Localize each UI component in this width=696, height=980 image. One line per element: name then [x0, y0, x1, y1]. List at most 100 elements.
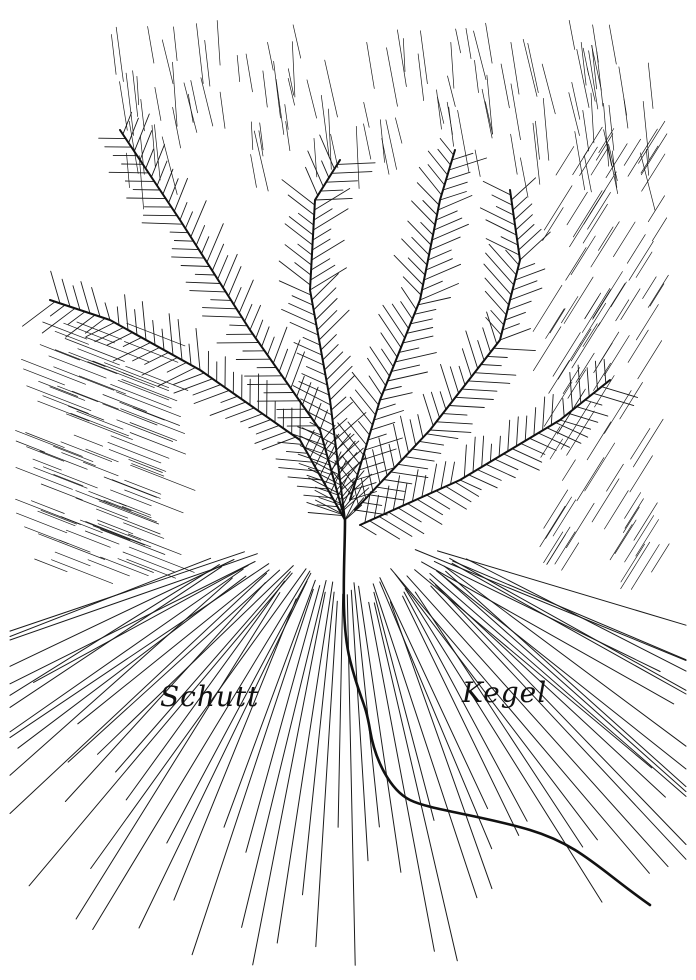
gully-stroke — [189, 344, 191, 365]
gully-stroke — [485, 291, 506, 315]
hatch-stroke — [40, 345, 80, 360]
gully-stroke — [521, 444, 545, 455]
hatch-stroke — [66, 530, 110, 547]
gully-stroke — [319, 310, 349, 340]
gully-stroke — [481, 365, 501, 366]
fan-ray — [34, 565, 249, 682]
hatch-stroke — [93, 526, 130, 540]
gully-stroke — [418, 415, 423, 438]
hatch-stroke — [624, 99, 628, 128]
hatch-stroke — [58, 386, 98, 402]
hatch-stroke — [592, 45, 597, 89]
gully-stroke — [142, 223, 183, 224]
hatch-stroke — [593, 290, 611, 318]
gully-stroke — [308, 387, 318, 413]
gully-stroke — [443, 182, 467, 190]
hatch-stroke — [624, 139, 640, 165]
gully-stroke — [191, 201, 206, 237]
gully-stroke — [408, 504, 442, 525]
hatch-stroke — [88, 560, 130, 576]
hatch-stroke — [607, 464, 624, 491]
gully-stroke — [313, 209, 348, 230]
hatch-stroke — [276, 79, 284, 134]
hatch-stroke — [438, 97, 444, 123]
hatch-stroke — [448, 76, 456, 107]
hatch-stroke — [54, 367, 114, 391]
gully-stroke — [401, 416, 409, 453]
hatch-stroke — [76, 491, 111, 505]
gully-stroke — [303, 337, 320, 345]
hatch-stroke — [587, 422, 611, 460]
gully-stroke — [459, 366, 465, 385]
hatch-stroke — [567, 411, 595, 455]
gully-stroke — [403, 484, 407, 506]
gully-stroke — [438, 149, 451, 165]
hatch-stroke — [583, 48, 589, 75]
hatch-stroke — [418, 54, 424, 101]
gully-stroke — [268, 337, 275, 355]
hatch-stroke — [154, 125, 160, 180]
gully-stroke — [379, 314, 401, 347]
gully-stroke — [534, 408, 536, 436]
hatch-stroke — [131, 465, 196, 490]
hatch-stroke — [274, 61, 281, 118]
gully-stroke — [443, 414, 467, 416]
label-kegel: Kegel — [462, 676, 547, 709]
gully-stroke — [402, 239, 427, 265]
gully-stroke — [384, 486, 389, 514]
hatch-stroke — [638, 341, 662, 379]
gully-stroke — [468, 381, 510, 384]
gully-stroke — [321, 190, 343, 191]
gully-stroke — [359, 421, 370, 435]
gully-stroke — [431, 392, 439, 418]
gully-stroke — [515, 269, 545, 280]
gully-stroke — [434, 218, 462, 230]
gully-stroke — [424, 264, 461, 280]
gully-stroke — [178, 320, 182, 361]
gully-stroke — [426, 259, 452, 270]
gully-stroke — [412, 470, 418, 502]
hatch-stroke — [546, 309, 565, 339]
gully-stroke — [113, 343, 150, 362]
gully-stroke — [355, 390, 375, 415]
gully-stroke — [491, 311, 504, 326]
hatch-stroke — [132, 464, 164, 477]
hatch-stroke — [130, 423, 177, 441]
hatch-stroke — [155, 87, 161, 120]
gully-stroke — [441, 462, 446, 489]
gully-stroke — [51, 271, 60, 303]
gully-stroke — [127, 198, 166, 199]
gully-stroke — [313, 229, 331, 240]
gully-stroke — [129, 118, 139, 143]
hatch-stroke — [648, 196, 664, 222]
gully-stroke — [279, 261, 310, 285]
hatch-stroke — [120, 82, 128, 131]
gully-stroke — [551, 395, 553, 426]
gully-stroke — [394, 424, 402, 460]
hatch-stroke — [621, 544, 645, 582]
gully-stroke — [241, 414, 263, 422]
hatch-stroke — [648, 63, 653, 109]
gully-stroke — [436, 422, 472, 424]
hatch-stroke — [395, 118, 402, 143]
gully-stroke — [494, 348, 536, 350]
hatch-stroke — [609, 144, 618, 180]
hatch-stroke — [547, 535, 565, 565]
hatch-stroke — [191, 81, 198, 113]
gully-stroke — [234, 288, 241, 305]
gully-stroke — [369, 376, 382, 395]
gully-stroke — [486, 253, 514, 285]
hatch-stroke — [122, 379, 177, 400]
gully-stroke — [314, 209, 332, 220]
gully-stroke — [153, 321, 155, 346]
gully-stroke — [440, 139, 453, 156]
hatch-stroke — [108, 442, 161, 463]
gully-stroke — [456, 397, 494, 399]
gully-stroke — [109, 172, 149, 173]
hatch-stroke — [128, 534, 181, 555]
gully-stroke — [446, 486, 471, 501]
gully-stroke — [322, 161, 329, 178]
gully-stroke — [162, 329, 164, 350]
hatch-stroke — [546, 497, 572, 538]
hatch-stroke — [251, 122, 253, 150]
